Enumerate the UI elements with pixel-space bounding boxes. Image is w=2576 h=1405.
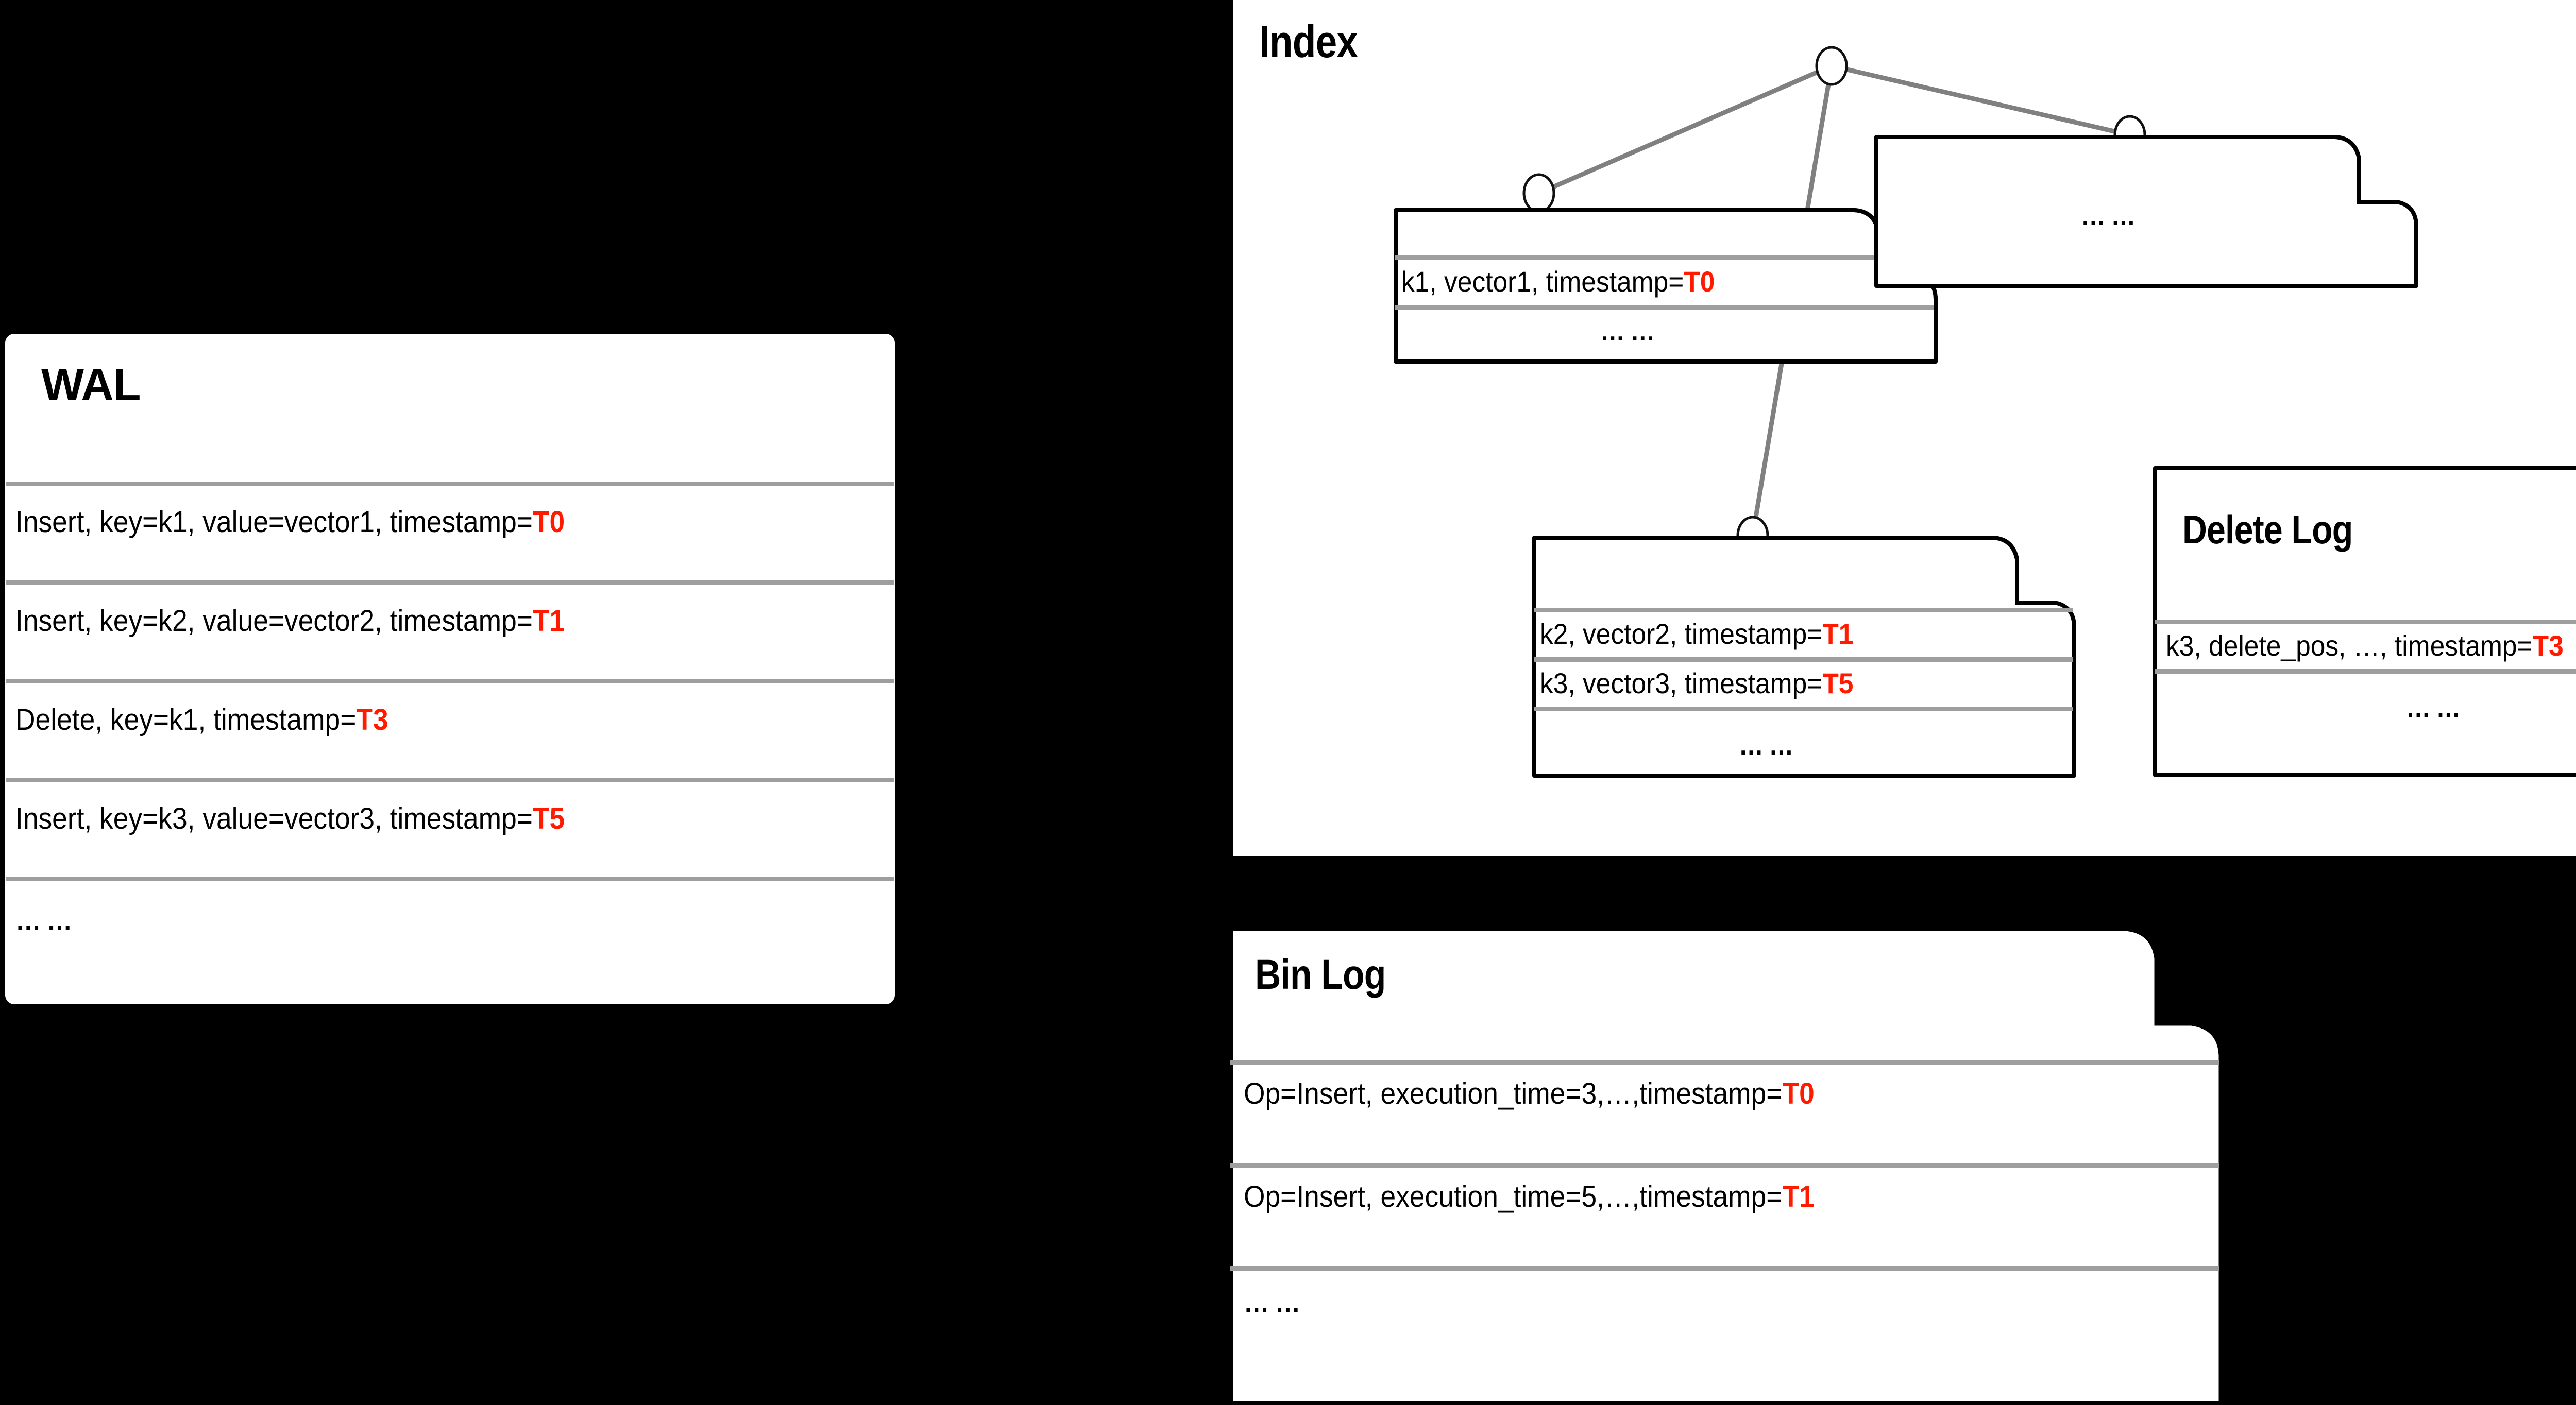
delete-log-card: Delete Log k3, delete_pos, …, timestamp=… bbox=[2153, 466, 2576, 778]
leaf-row: k2, vector2, timestamp=T1 bbox=[1540, 617, 1853, 650]
wal-row-label: Insert, key=k3, value=vector3, timestamp… bbox=[15, 802, 533, 835]
wal-divider bbox=[6, 580, 894, 585]
wal-divider bbox=[6, 679, 894, 683]
bin-log-title: Bin Log bbox=[1255, 951, 1386, 998]
wal-row-label: Delete, key=k1, timestamp= bbox=[15, 703, 357, 736]
document-shape bbox=[1874, 135, 2418, 288]
leaf-row-label: k3, vector3, timestamp= bbox=[1540, 667, 1823, 699]
wal-row-label: Insert, key=k1, value=vector1, timestamp… bbox=[15, 505, 533, 539]
delete-log-row-label: k3, delete_pos, …, timestamp= bbox=[2166, 629, 2533, 662]
index-leaf-middle: k2, vector2, timestamp=T1 k3, vector3, t… bbox=[1532, 536, 2076, 778]
wal-row: Insert, key=k1, value=vector1, timestamp… bbox=[15, 505, 565, 539]
bin-log-divider bbox=[1230, 1266, 2219, 1271]
wal-row-timestamp: T3 bbox=[356, 703, 388, 736]
wal-row-timestamp: T5 bbox=[532, 802, 565, 835]
leaf-divider bbox=[1534, 608, 2073, 612]
delete-log-divider bbox=[2155, 669, 2576, 674]
leaf-row: k3, vector3, timestamp=T5 bbox=[1540, 666, 1853, 700]
wal-row: Delete, key=k1, timestamp=T3 bbox=[15, 702, 388, 737]
bin-log-row-label: Op=Insert, execution_time=3,…,timestamp= bbox=[1244, 1077, 1783, 1110]
delete-log-row-ellipsis: …… bbox=[2406, 693, 2466, 723]
bin-log-row: Op=Insert, execution_time=5,…,timestamp=… bbox=[1244, 1179, 1815, 1214]
wal-row-timestamp: T1 bbox=[532, 604, 565, 638]
leaf-row-label: k2, vector2, timestamp= bbox=[1540, 618, 1823, 650]
bin-log-card: Bin Log Op=Insert, execution_time=3,…,ti… bbox=[1227, 925, 2225, 1405]
wal-row-timestamp: T0 bbox=[532, 505, 565, 539]
wal-divider bbox=[6, 778, 894, 782]
bin-log-row-timestamp: T1 bbox=[1782, 1180, 1815, 1213]
tree-edge-right bbox=[1831, 63, 2131, 138]
tree-node-left-icon bbox=[1522, 173, 1555, 213]
delete-log-title: Delete Log bbox=[2182, 507, 2353, 552]
bin-log-row: Op=Insert, execution_time=3,…,timestamp=… bbox=[1244, 1076, 1815, 1111]
index-leaf-left: k1, vector1, timestamp=T0 …… bbox=[1394, 208, 1938, 364]
leaf-divider bbox=[1395, 255, 1934, 260]
wal-title: WAL bbox=[41, 359, 141, 410]
wal-divider bbox=[6, 877, 894, 881]
leaf-divider bbox=[1534, 657, 2073, 662]
tree-node-root-icon bbox=[1815, 46, 1848, 86]
index-title: Index bbox=[1259, 16, 1358, 67]
wal-row-ellipsis: …… bbox=[15, 905, 78, 936]
bin-log-row-ellipsis: …… bbox=[1244, 1287, 1307, 1318]
index-card: Index k1, vector1, timestamp=T0 …… bbox=[1233, 0, 2576, 856]
delete-log-row: k3, delete_pos, …, timestamp=T3 bbox=[2166, 629, 2564, 662]
leaf-row-ellipsis: …… bbox=[1600, 317, 1660, 347]
leaf-row-ellipsis: …… bbox=[1739, 731, 1799, 761]
leaf-divider bbox=[1395, 305, 1934, 310]
leaf-row-ellipsis: …… bbox=[2081, 201, 2141, 231]
bin-log-row-timestamp: T0 bbox=[1782, 1077, 1815, 1110]
delete-log-divider bbox=[2155, 620, 2576, 624]
leaf-divider bbox=[1534, 707, 2073, 711]
document-shape bbox=[1532, 536, 2076, 778]
bin-log-divider bbox=[1230, 1060, 2219, 1065]
bin-log-divider bbox=[1230, 1163, 2219, 1168]
tree-edge-left bbox=[1538, 63, 1833, 196]
leaf-row-timestamp: T5 bbox=[1822, 667, 1854, 699]
delete-log-row-timestamp: T3 bbox=[2532, 629, 2564, 662]
wal-row-label: Insert, key=k2, value=vector2, timestamp… bbox=[15, 604, 533, 638]
leaf-row-timestamp: T1 bbox=[1822, 618, 1854, 650]
wal-card: WAL Insert, key=k1, value=vector1, times… bbox=[5, 334, 895, 1004]
leaf-row: k1, vector1, timestamp=T0 bbox=[1401, 265, 1715, 298]
wal-divider bbox=[6, 482, 894, 486]
wal-row: Insert, key=k2, value=vector2, timestamp… bbox=[15, 604, 565, 638]
wal-row: Insert, key=k3, value=vector3, timestamp… bbox=[15, 801, 565, 836]
leaf-row-timestamp: T0 bbox=[1684, 265, 1715, 298]
index-leaf-right: …… bbox=[1874, 135, 2418, 288]
bin-log-row-label: Op=Insert, execution_time=5,…,timestamp= bbox=[1244, 1180, 1783, 1213]
leaf-row-label: k1, vector1, timestamp= bbox=[1401, 265, 1684, 298]
